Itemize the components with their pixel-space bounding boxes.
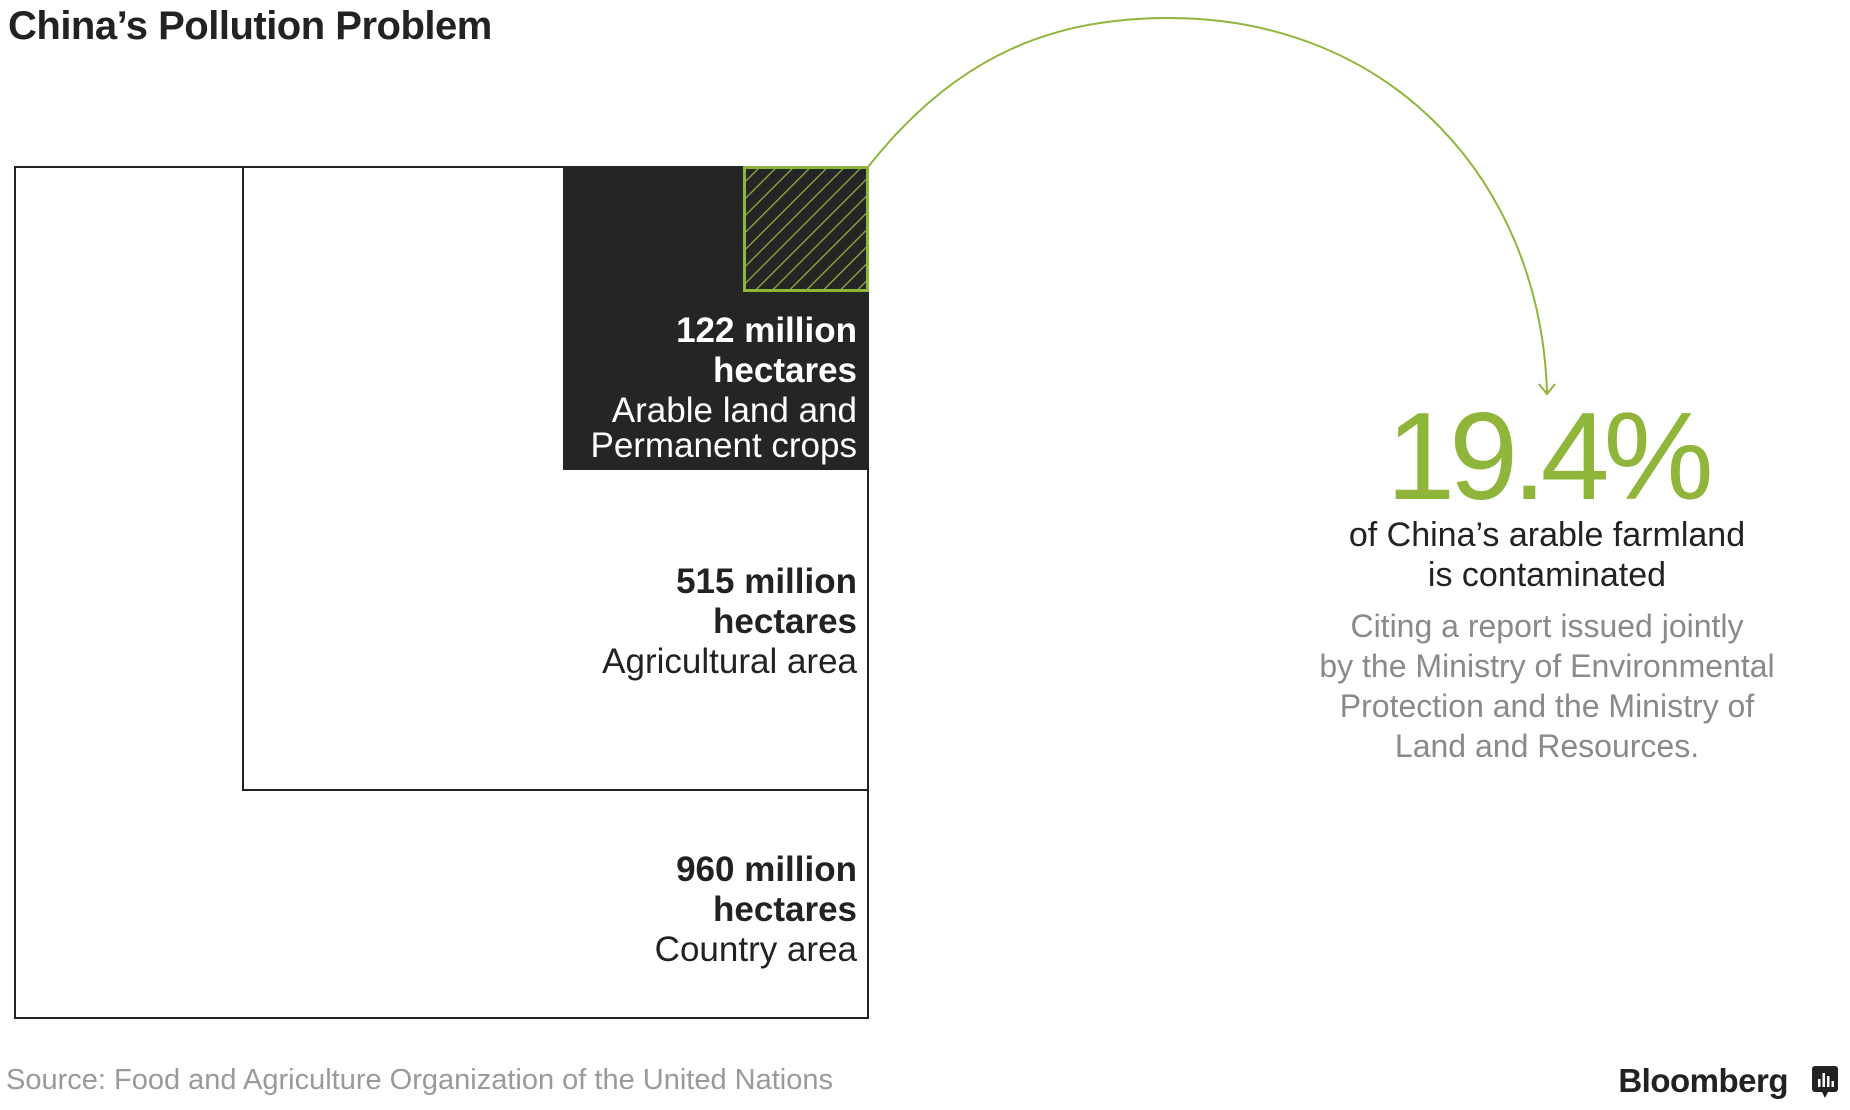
callout-line-1: of China’s arable farmland: [1348, 516, 1746, 554]
arable-unit: hectares: [713, 351, 857, 390]
contaminated-hatch-box: [743, 166, 869, 292]
country-desc: Country area: [654, 930, 857, 969]
agricultural-unit: hectares: [713, 602, 857, 641]
callout-line-2: is contaminated: [1427, 556, 1667, 594]
note-line: Land and Resources.: [1394, 728, 1700, 764]
note-line: Protection and the Ministry of: [1339, 688, 1755, 724]
callout-note: Citing a report issued jointly by the Mi…: [1247, 606, 1847, 766]
arable-value: 122 million: [676, 311, 857, 350]
note-line: Citing a report issued jointly: [1350, 608, 1744, 644]
arable-desc-2: Permanent crops: [590, 426, 857, 465]
callout-text: of China’s arable farmland is contaminat…: [1247, 515, 1847, 595]
brand-logo: Bloomberg: [1618, 1062, 1788, 1099]
bloomberg-chart-icon: [1812, 1066, 1838, 1098]
note-line: by the Ministry of Environmental: [1319, 648, 1775, 684]
country-label: 960 million hectares Country area: [655, 850, 857, 970]
agricultural-area-box: [242, 166, 869, 791]
agricultural-value: 515 million: [676, 562, 857, 601]
agricultural-label: 515 million hectares Agricultural area: [602, 562, 857, 682]
country-value: 960 million: [676, 850, 857, 889]
country-unit: hectares: [713, 890, 857, 929]
contaminated-percent: 19.4%: [1386, 388, 1714, 526]
agricultural-desc: Agricultural area: [602, 642, 857, 681]
source-note: Source: Food and Agriculture Organizatio…: [6, 1064, 833, 1096]
arable-label: 122 million hectares Arable land and Per…: [590, 311, 857, 466]
arable-desc-1: Arable land and: [611, 391, 857, 430]
chart-title: China’s Pollution Problem: [8, 4, 492, 48]
